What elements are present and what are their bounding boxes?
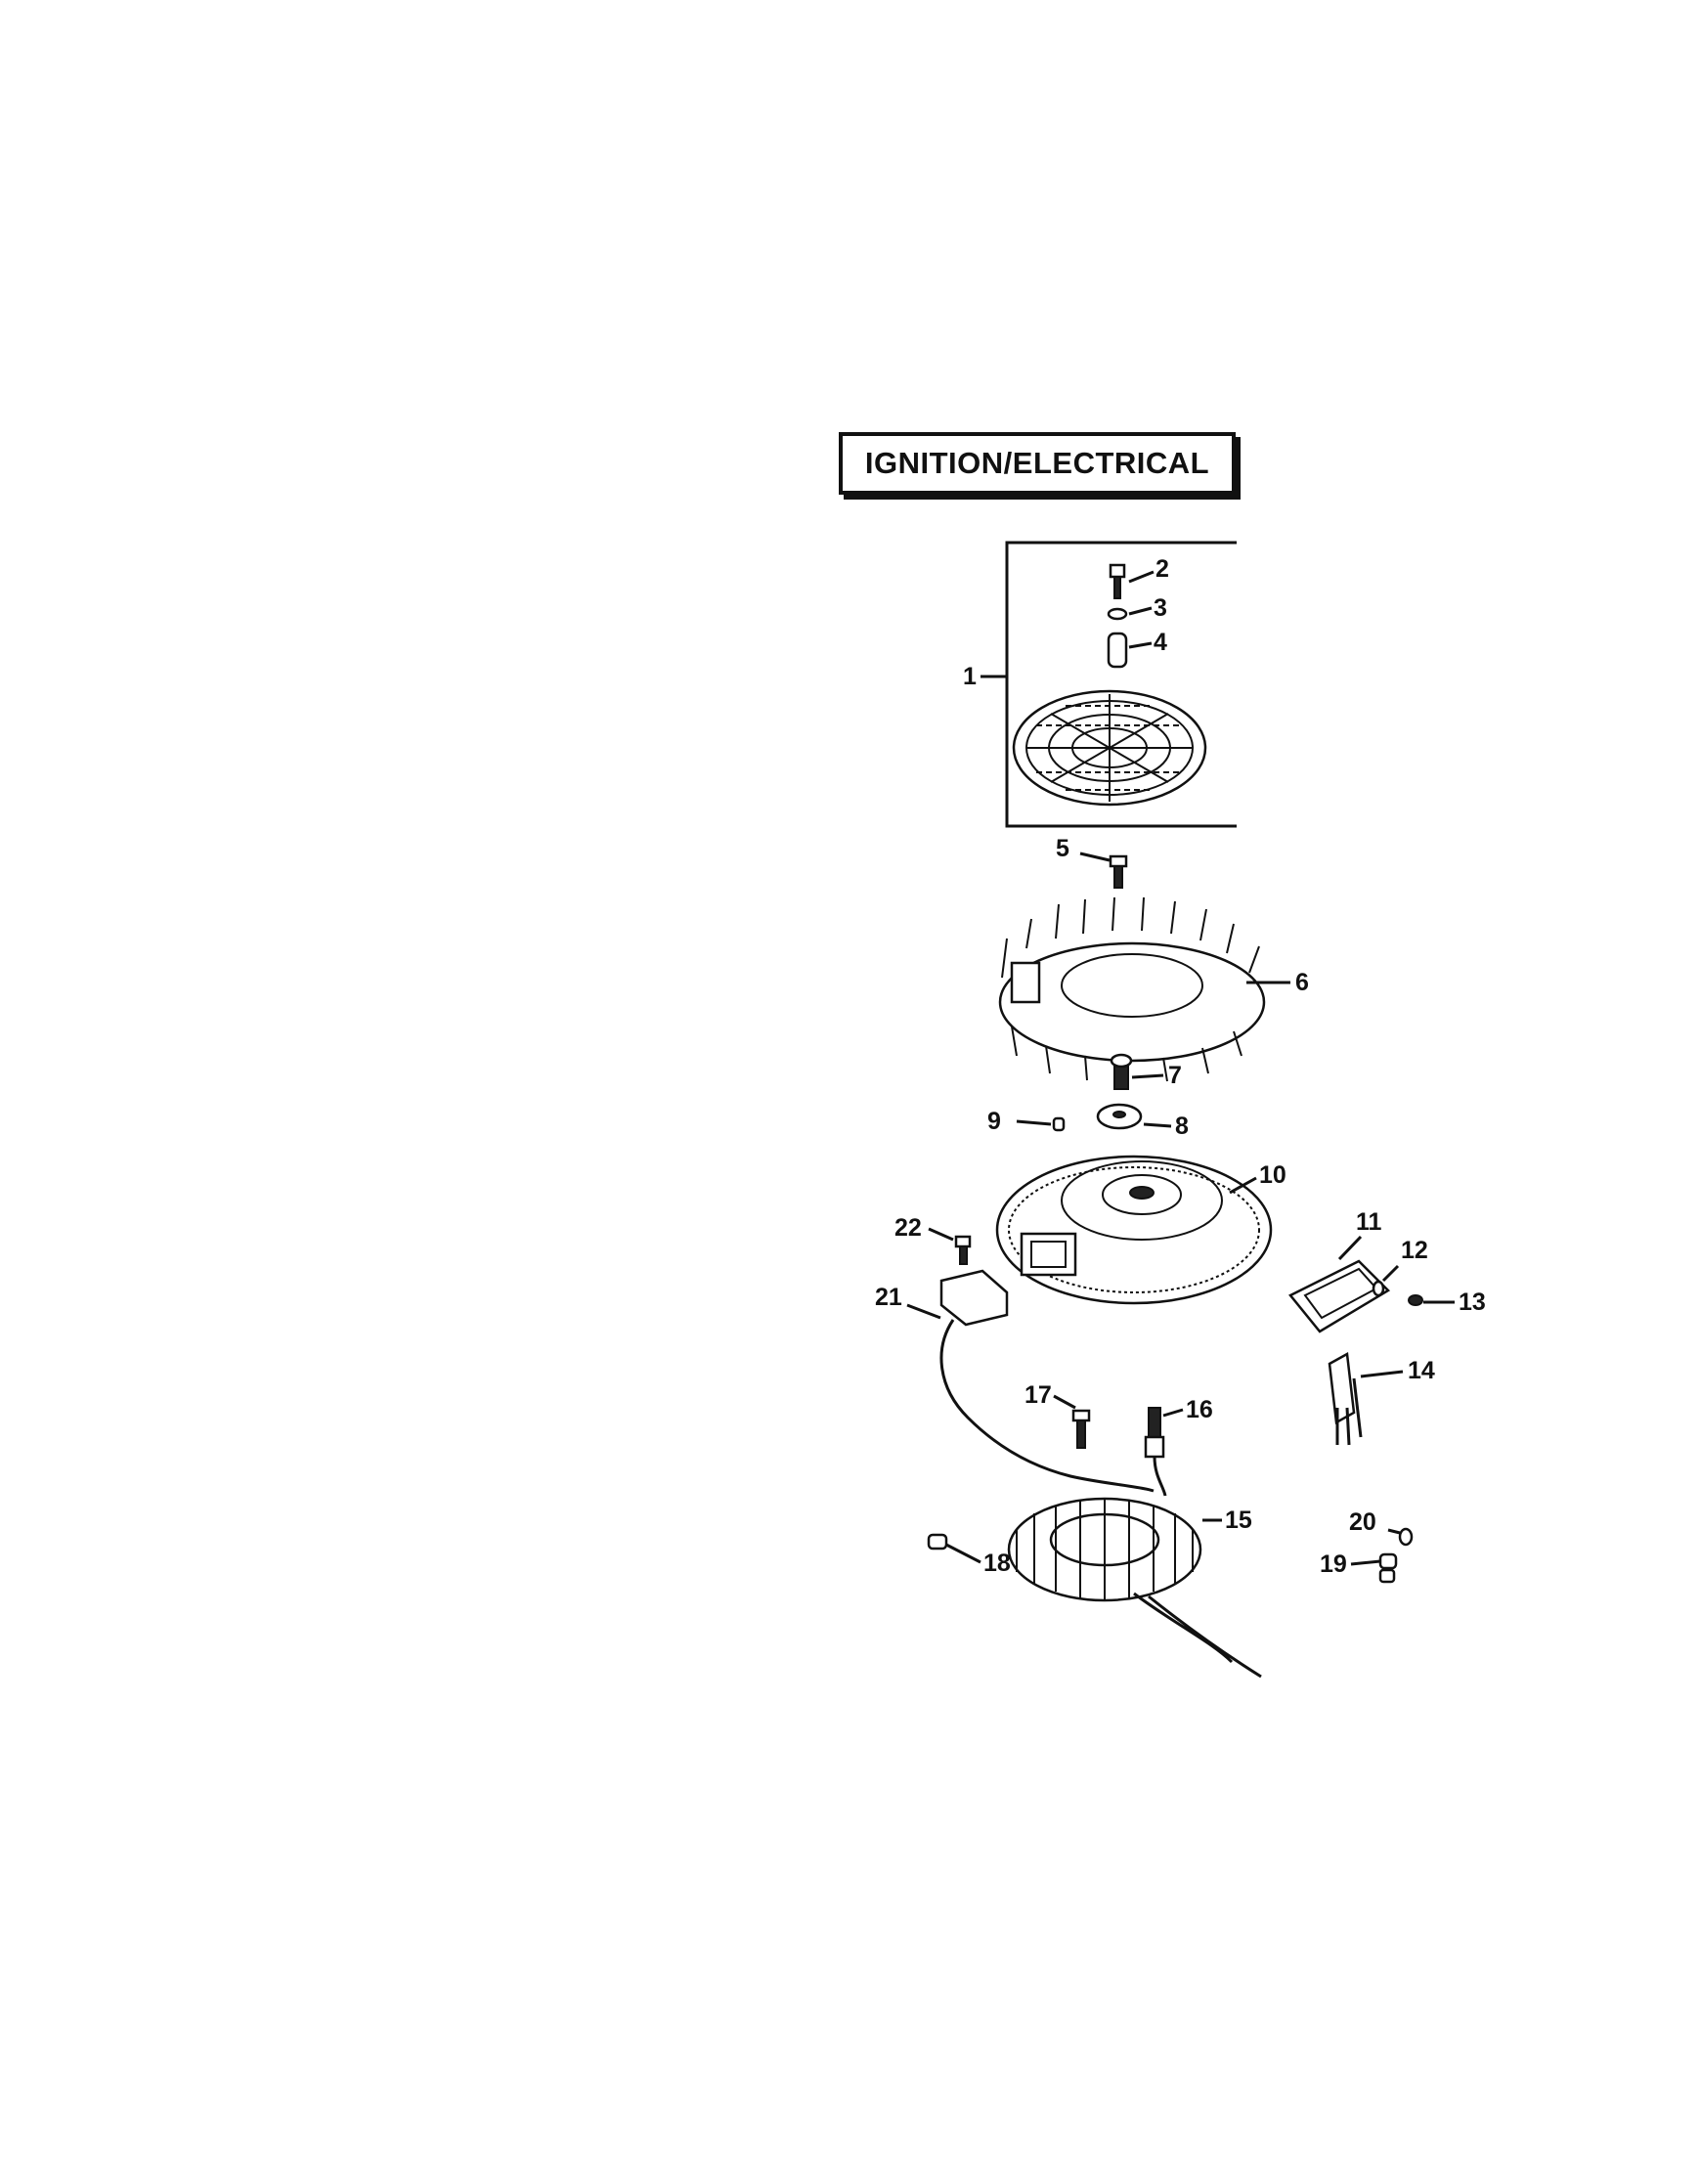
callout-1: 1 bbox=[963, 663, 977, 690]
part-7-bolt bbox=[1110, 1053, 1164, 1090]
callout-5: 5 bbox=[1056, 835, 1069, 862]
part-22-screw bbox=[928, 1227, 972, 1265]
part-15-stator bbox=[1007, 1497, 1262, 1679]
part-5-screw bbox=[1079, 852, 1128, 889]
part-12-washer bbox=[1372, 1264, 1400, 1297]
part-4-sleeve bbox=[1107, 632, 1153, 669]
part-16-spark-plug bbox=[1144, 1407, 1184, 1497]
callout-22: 22 bbox=[894, 1214, 922, 1242]
callout-16: 16 bbox=[1186, 1396, 1213, 1423]
part-19-terminal bbox=[1350, 1552, 1398, 1584]
part-8-washer bbox=[1096, 1103, 1172, 1130]
section-title-box: IGNITION/ELECTRICAL bbox=[839, 432, 1236, 495]
part-13-nut bbox=[1408, 1294, 1455, 1306]
callout-19: 19 bbox=[1320, 1551, 1347, 1578]
callout-8: 8 bbox=[1175, 1113, 1189, 1140]
section-title: IGNITION/ELECTRICAL bbox=[864, 446, 1210, 480]
callout-15: 15 bbox=[1225, 1507, 1252, 1534]
callout-4: 4 bbox=[1154, 629, 1167, 656]
callout-18: 18 bbox=[983, 1550, 1011, 1577]
callout-20: 20 bbox=[1349, 1508, 1376, 1536]
callout-10: 10 bbox=[1259, 1161, 1286, 1189]
callout-14: 14 bbox=[1408, 1357, 1435, 1384]
callout-6: 6 bbox=[1295, 969, 1309, 996]
callout-12: 12 bbox=[1401, 1237, 1428, 1264]
callout-7: 7 bbox=[1168, 1062, 1182, 1089]
callout-2: 2 bbox=[1155, 555, 1169, 583]
callout-17: 17 bbox=[1024, 1381, 1052, 1409]
part-10-flywheel bbox=[995, 1155, 1273, 1305]
callout-9: 9 bbox=[987, 1108, 1001, 1135]
callout-3: 3 bbox=[1154, 594, 1167, 622]
callout-21: 21 bbox=[875, 1284, 902, 1311]
part-6-fan bbox=[998, 896, 1290, 1084]
part-17-screw bbox=[1053, 1394, 1091, 1449]
callout-13: 13 bbox=[1459, 1289, 1486, 1316]
callout-11: 11 bbox=[1356, 1208, 1382, 1236]
part-14-regulator bbox=[1328, 1352, 1404, 1446]
part-21-ignition-module bbox=[906, 1269, 1155, 1493]
part-1-screen bbox=[1012, 689, 1207, 807]
part-9-key bbox=[1016, 1116, 1066, 1132]
part-18-terminal bbox=[927, 1533, 981, 1564]
part-20-washer bbox=[1387, 1527, 1414, 1547]
part-2-screw bbox=[1109, 563, 1155, 599]
part-3-washer bbox=[1107, 606, 1153, 621]
kit-bracket bbox=[981, 541, 1237, 828]
